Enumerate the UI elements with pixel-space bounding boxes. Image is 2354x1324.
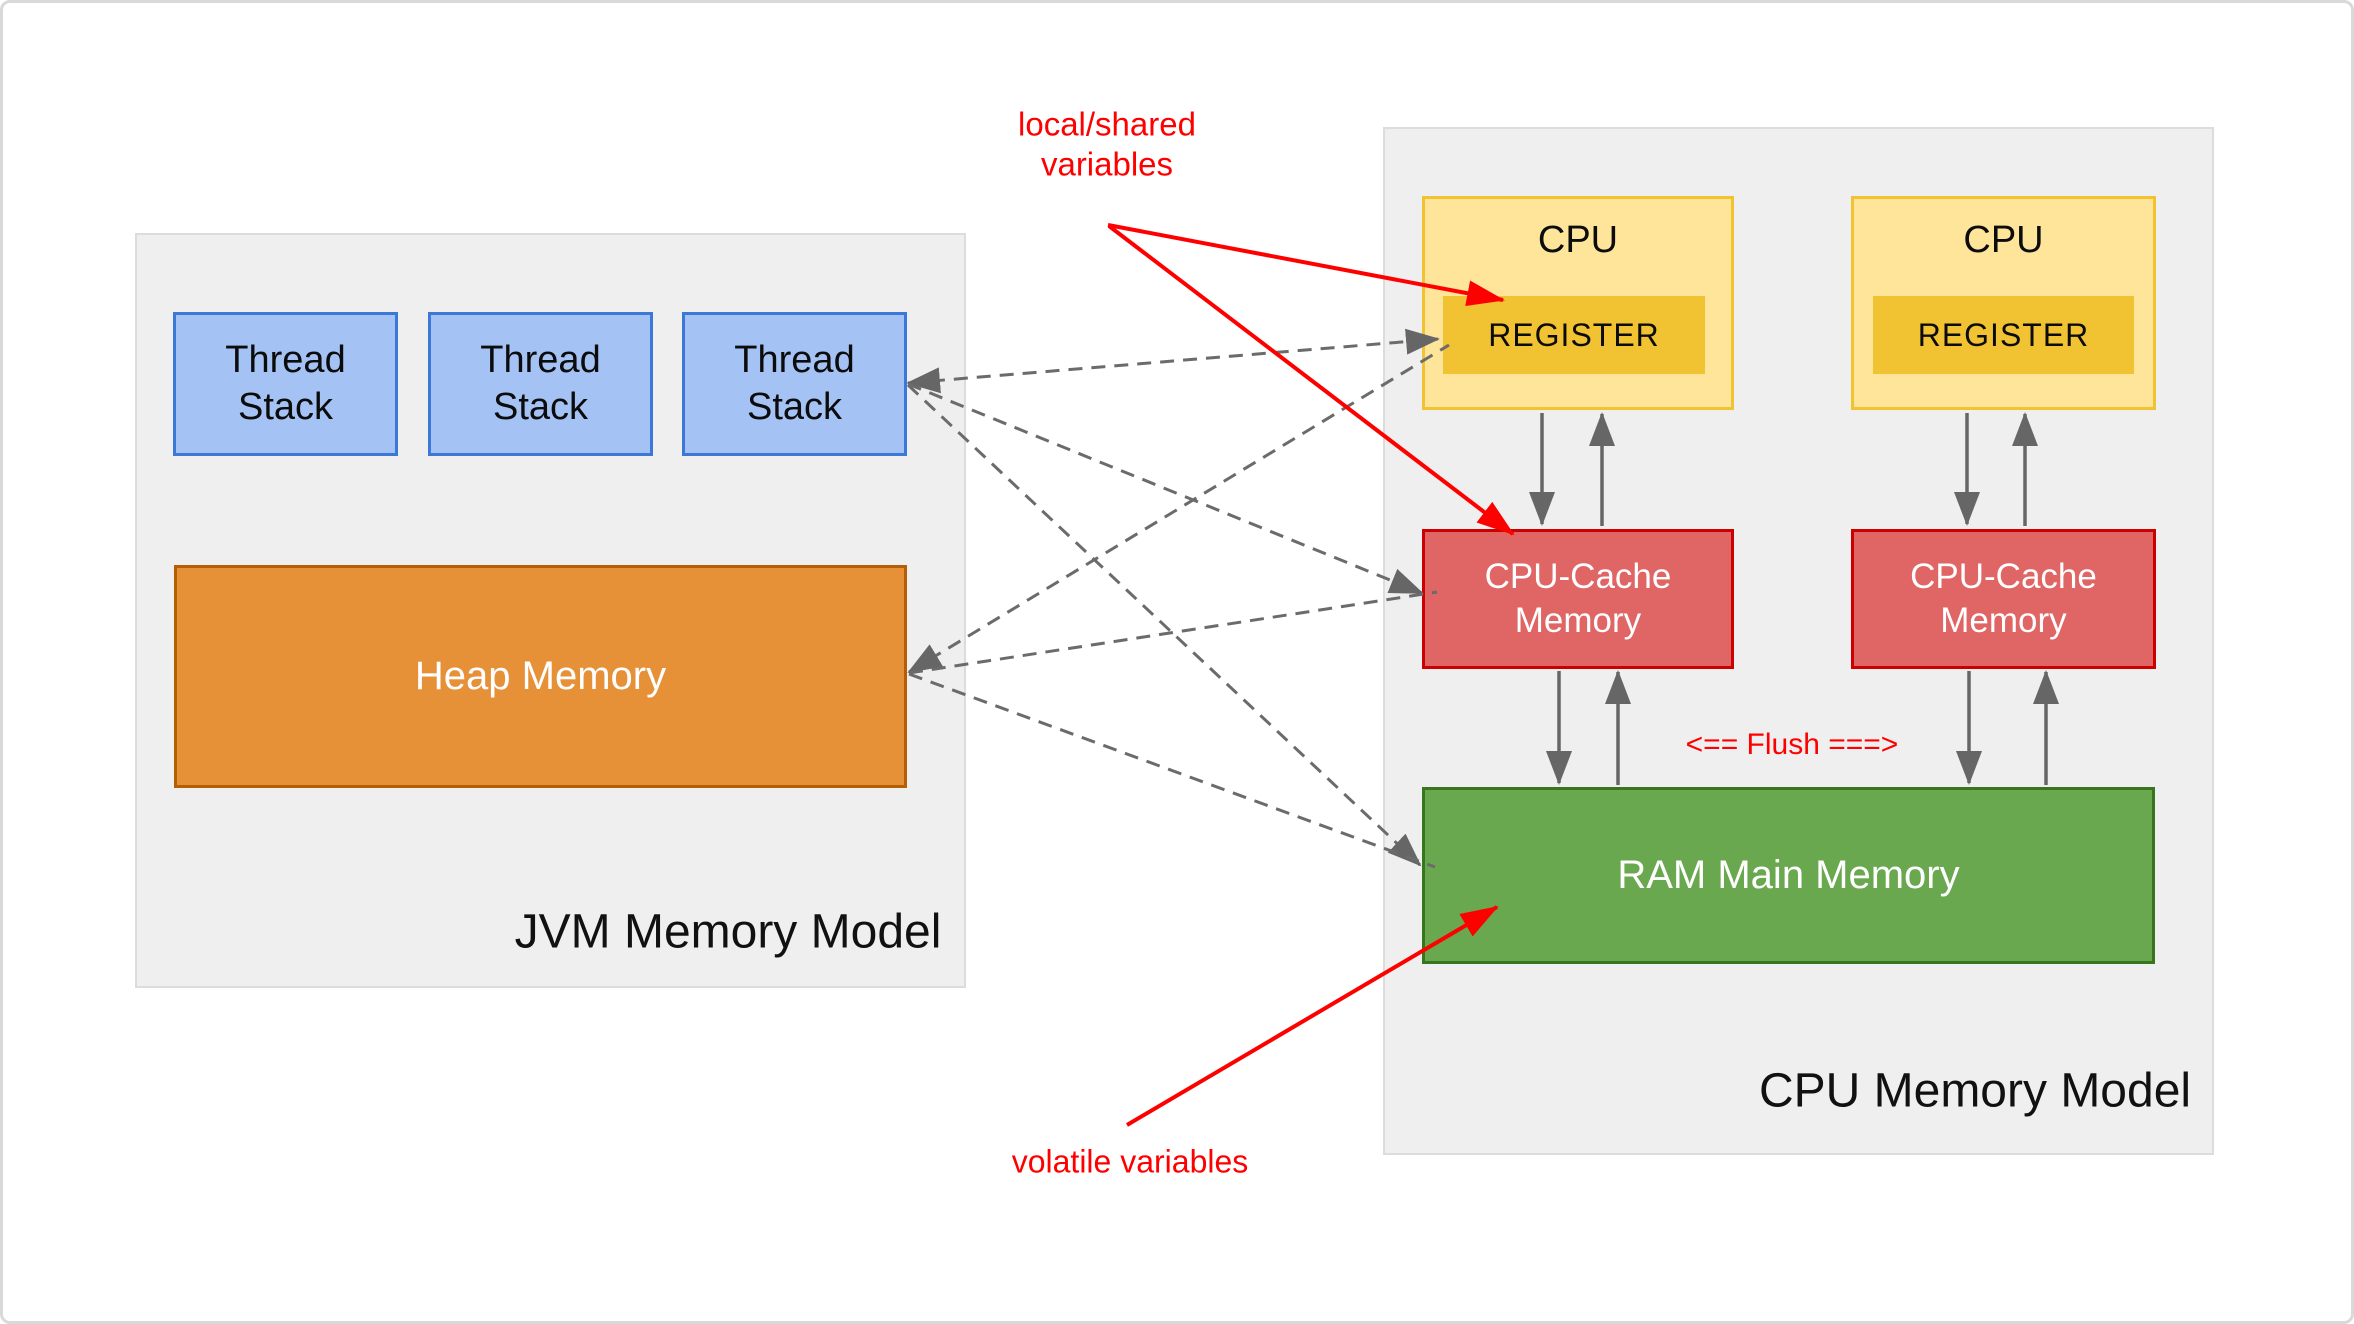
cpu-cache-box-1: CPU-Cache Memory — [1422, 529, 1734, 669]
flush-annotation: <== Flush ===> — [1685, 728, 1899, 761]
ram-main-memory-label: RAM Main Memory — [1617, 853, 1960, 897]
jvm-panel-title: JVM Memory Model — [514, 905, 942, 959]
register-label: REGISTER — [1488, 316, 1660, 353]
heap-memory-box: Heap Memory — [174, 565, 907, 788]
register-box-2: REGISTER — [1873, 296, 2134, 374]
cpu-cache-label: CPU-Cache Memory — [1910, 557, 2097, 640]
dashed-arrow-stack-to-cache — [907, 382, 1424, 595]
ram-main-memory-box: RAM Main Memory — [1422, 787, 2155, 964]
dashed-arrow-stack-to-ram — [906, 383, 1422, 867]
volatile-variables-annotation: volatile variables — [1011, 1143, 1249, 1180]
thread-stack-box-3: Thread Stack — [682, 312, 907, 456]
cpu-panel-title: CPU Memory Model — [1758, 1064, 2192, 1118]
dashed-arrow-heap-to-ram — [908, 672, 1436, 869]
dashed-arrow-heap-to-cache — [908, 590, 1438, 675]
cpu-cache-label: CPU-Cache Memory — [1484, 557, 1672, 640]
thread-stack-label: Thread Stack — [734, 338, 855, 429]
cpu-cache-box-2: CPU-Cache Memory — [1851, 529, 2156, 669]
thread-stack-label: Thread Stack — [480, 338, 601, 429]
cpu-label: CPU — [1963, 219, 2044, 261]
dashed-connector-arrows — [906, 328, 1450, 869]
register-box-1: REGISTER — [1443, 296, 1705, 374]
heap-memory-label: Heap Memory — [414, 654, 667, 698]
thread-stack-box-2: Thread Stack — [428, 312, 653, 456]
register-label: REGISTER — [1917, 316, 2090, 353]
cpu-label: CPU — [1537, 219, 1619, 261]
thread-stack-label: Thread Stack — [225, 338, 346, 429]
dashed-arrow-stack-to-register — [906, 328, 1440, 394]
thread-stack-box-1: Thread Stack — [173, 312, 398, 456]
dashed-arrow-heap-to-register — [907, 343, 1450, 674]
local-shared-variables-annotation: local/shared variables — [1018, 105, 1196, 182]
